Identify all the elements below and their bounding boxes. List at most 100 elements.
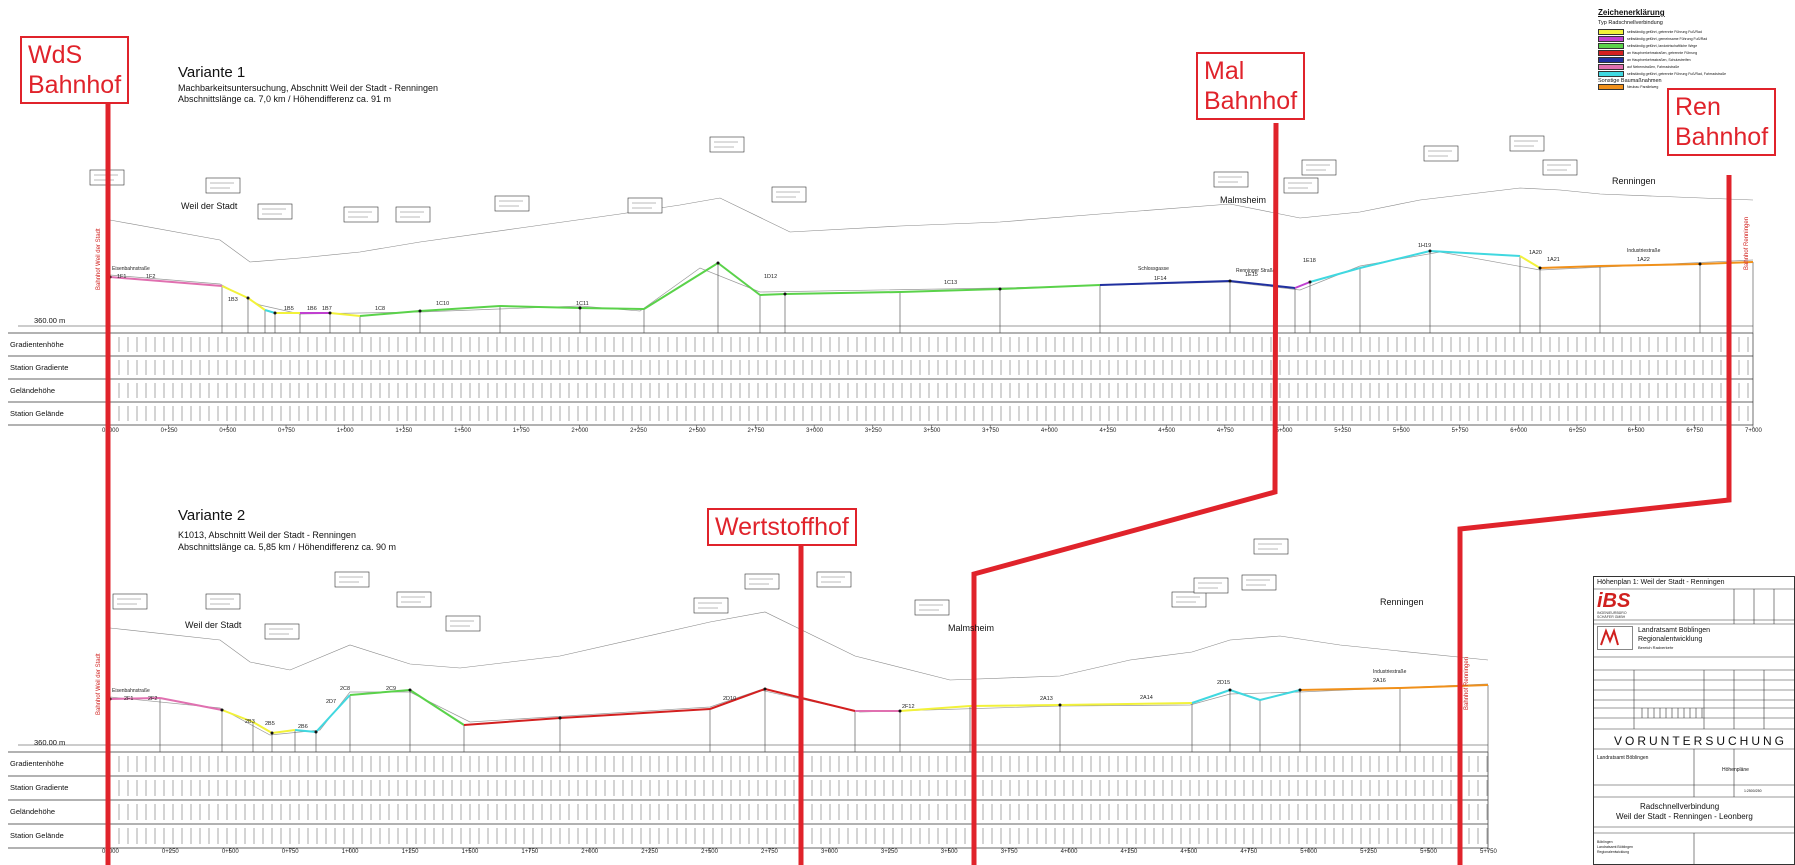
station-label: 4+750 bbox=[1217, 428, 1235, 434]
gradient-segment bbox=[329, 312, 361, 317]
annotation-box bbox=[334, 571, 370, 588]
annotation-box bbox=[1241, 574, 1277, 591]
segment-label: 1C8 bbox=[375, 306, 385, 312]
segment-label: 1E18 bbox=[1303, 258, 1316, 264]
tb-plan: Höhenpläne bbox=[1722, 767, 1749, 773]
gradient-vertex bbox=[1058, 703, 1062, 707]
station-label: 1+500 bbox=[454, 428, 472, 434]
gradient-segment bbox=[784, 291, 901, 295]
gradient-segment bbox=[1359, 250, 1431, 269]
station-label: 2+750 bbox=[747, 428, 765, 434]
gradient-segment bbox=[499, 305, 581, 309]
v1-row-gradientenhoehe: Gradientenhöhe bbox=[10, 340, 64, 349]
ibs-logo: iBS INGENIEURBÜRO SCHÄFER GMBH bbox=[1597, 591, 1643, 619]
tb-client-short: Landratsamt Böblingen bbox=[1597, 755, 1649, 761]
segment-label: 2D15 bbox=[1217, 680, 1230, 686]
gradient-segment bbox=[359, 310, 421, 317]
legend: Zeichenerklärung Typ Radschnellverbindun… bbox=[1598, 8, 1788, 104]
terrain-line bbox=[109, 251, 1754, 315]
annotation-box bbox=[744, 573, 780, 590]
legend-item: selbständig geführt, gemeinsame Führung … bbox=[1598, 36, 1707, 42]
v1-street-schlossgasse: Schlossgasse bbox=[1138, 266, 1169, 272]
gradient-segment bbox=[349, 689, 411, 696]
segment-label: 2B3 bbox=[245, 719, 255, 725]
segment-label: 2D7 bbox=[326, 699, 336, 705]
station-label: 4+500 bbox=[1158, 428, 1176, 434]
legend-item: selbständig geführt, getrennte Führung F… bbox=[1598, 29, 1702, 35]
segment-label: 1B5 bbox=[284, 306, 294, 312]
gradient-vertex bbox=[1698, 262, 1702, 266]
legend-item-text: an Hauptverkehrsstraßen, Schutzstreifen bbox=[1627, 57, 1691, 62]
v1-street-renninger: Renninger Straße bbox=[1236, 268, 1276, 274]
gradient-vertex bbox=[418, 309, 422, 313]
segment-label: 2A14 bbox=[1140, 695, 1153, 701]
gradient-segment bbox=[221, 709, 254, 723]
station-label: 1+500 bbox=[461, 849, 479, 855]
segment-label: 2F12 bbox=[902, 704, 915, 710]
annotation-box bbox=[1542, 159, 1578, 176]
gradient-segment bbox=[1229, 280, 1296, 289]
station-label: 5+000 bbox=[1300, 849, 1318, 855]
landkreis-logo bbox=[1597, 626, 1633, 650]
callout-ren-bahnhof: Ren Bahnhof bbox=[1667, 88, 1777, 156]
annotation-box bbox=[627, 197, 663, 214]
segment-label: 1F2 bbox=[146, 274, 155, 280]
gradient-segment bbox=[1519, 255, 1541, 269]
tb-heading: Höhenplan 1: Weil der Stadt - Renningen bbox=[1597, 579, 1725, 586]
gradient-segment bbox=[1099, 280, 1231, 286]
v1-row-station-gradiente: Station Gradiente bbox=[10, 363, 69, 372]
v2-row-station-gelaende: Station Gelände bbox=[10, 831, 64, 840]
legend-swatch bbox=[1598, 71, 1624, 77]
gradient-vertex bbox=[783, 292, 787, 296]
station-label: 2+500 bbox=[689, 428, 707, 434]
segment-label: 1F14 bbox=[1154, 276, 1167, 282]
segment-label: 1C10 bbox=[436, 301, 449, 307]
variant1-subtitle-1: Machbarkeitsuntersuchung, Abschnitt Weil… bbox=[178, 83, 438, 93]
v1-bahnhof-wds: Bahnhof Weil der Stadt bbox=[96, 228, 102, 290]
segment-label: 2C9 bbox=[386, 686, 396, 692]
gradient-segment bbox=[159, 697, 223, 711]
station-label: 3+250 bbox=[881, 849, 899, 855]
station-label: 1+750 bbox=[513, 428, 531, 434]
legend-item: selbständig geführt, landwirtschaftliche… bbox=[1598, 43, 1697, 49]
gradient-vertex bbox=[578, 306, 582, 310]
ibs-logo-sub: INGENIEURBÜRO SCHÄFER GMBH bbox=[1597, 611, 1627, 619]
annotation-box bbox=[816, 571, 852, 588]
segment-label: 1C13 bbox=[944, 280, 957, 286]
station-label: 2+250 bbox=[630, 428, 648, 434]
v2-row-gelaendehoehe: Geländehöhe bbox=[10, 807, 56, 816]
gradient-segment bbox=[899, 288, 1001, 293]
annotation-box bbox=[112, 593, 148, 610]
gradient-vertex bbox=[1428, 249, 1432, 253]
gradient-vertex bbox=[246, 296, 250, 300]
annotation-box bbox=[1283, 177, 1319, 194]
station-label: 0+500 bbox=[222, 849, 240, 855]
annotation-box bbox=[1171, 591, 1207, 608]
segment-label: 2B6 bbox=[298, 724, 308, 730]
gradient-segment bbox=[969, 704, 1061, 707]
v1-row-gelaendehoehe: Geländehöhe bbox=[10, 386, 56, 395]
gradient-segment bbox=[419, 305, 501, 312]
annotation-box bbox=[1253, 538, 1289, 555]
marker-line-mal bbox=[971, 122, 1279, 865]
gradient-segment bbox=[709, 688, 766, 710]
legend-item-text: an Hauptverkehrsstraßen, getrennte Führu… bbox=[1627, 50, 1698, 55]
gradient-vertex bbox=[1228, 688, 1232, 692]
segment-label: 1B3 bbox=[228, 297, 238, 303]
station-label: 5+500 bbox=[1393, 428, 1411, 434]
station-label: 4+000 bbox=[1041, 428, 1059, 434]
gradient-segment bbox=[999, 284, 1101, 290]
v1-place-renningen: Renningen bbox=[1612, 176, 1656, 186]
segment-label: 1H19 bbox=[1418, 243, 1431, 249]
v1-place-malmsheim: Malmsheim bbox=[1220, 195, 1267, 205]
legend-item-text: selbständig geführt, landwirtschaftliche… bbox=[1627, 43, 1698, 48]
segment-label: 1B7 bbox=[322, 306, 332, 312]
station-label: 6+250 bbox=[1569, 428, 1587, 434]
segment-label: 2F2 bbox=[148, 696, 157, 702]
v2-street-industriestrasse: Industriestraße bbox=[1373, 669, 1407, 675]
segment-label: 1A20 bbox=[1529, 250, 1542, 256]
gradient-segment bbox=[1259, 689, 1301, 701]
v1-row-station-gelaende: Station Gelände bbox=[10, 409, 64, 418]
station-label: 1+750 bbox=[521, 849, 539, 855]
